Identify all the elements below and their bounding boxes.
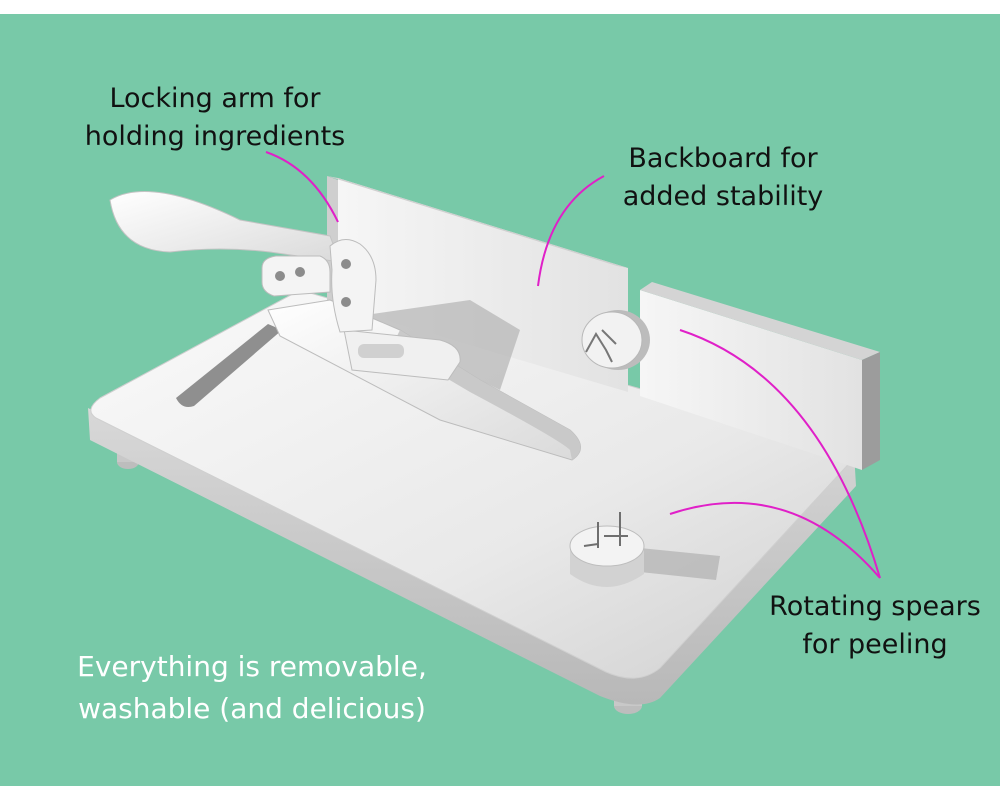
spear-shadow: [640, 548, 720, 580]
hinge-hole-1: [275, 271, 285, 281]
caption-line-2: washable (and delicious): [78, 692, 426, 725]
backboard-left: [338, 178, 628, 392]
caption-line-1: Everything is removable,: [77, 650, 427, 683]
label-locking-arm-line-2: holding ingredients: [84, 121, 346, 152]
label-rotating-spears-line-1: Rotating spears: [769, 591, 981, 622]
label-rotating-spears: Rotating spears for peeling: [745, 588, 1000, 664]
label-locking-arm-line-1: Locking arm for: [109, 83, 321, 114]
hinge-hole-3: [341, 259, 351, 269]
label-backboard-line-1: Backboard for: [628, 143, 818, 174]
backboard-left-top: [327, 176, 628, 268]
spear-wheel-bottom-spikes: [583, 512, 628, 548]
hinge-hole-4: [341, 297, 351, 307]
callout-spear-top: [679, 329, 881, 579]
callout-backboard: [537, 175, 605, 287]
spear-wheel-top-spikes: [585, 329, 617, 363]
base-top-face: [90, 289, 857, 679]
backboard-right-top: [640, 282, 880, 360]
spear-wheel-bottom-top: [569, 525, 645, 567]
hinge-hole-2: [295, 267, 305, 277]
base-slot: [176, 324, 282, 407]
hinge-slot: [358, 344, 404, 358]
callout-spear-bottom: [669, 502, 881, 579]
label-locking-arm: Locking arm for holding ingredients: [60, 80, 370, 156]
label-backboard: Backboard for added stability: [598, 140, 848, 216]
label-backboard-line-2: added stability: [622, 181, 824, 212]
hinge-plate-right: [329, 239, 377, 333]
hinge-plate-left: [261, 255, 331, 297]
caption: Everything is removable, washable (and d…: [22, 646, 482, 730]
arm-handle: [109, 191, 341, 263]
backboard-right-end: [862, 352, 880, 470]
label-rotating-spears-line-2: for peeling: [802, 629, 948, 660]
callout-locking-arm: [265, 151, 339, 223]
